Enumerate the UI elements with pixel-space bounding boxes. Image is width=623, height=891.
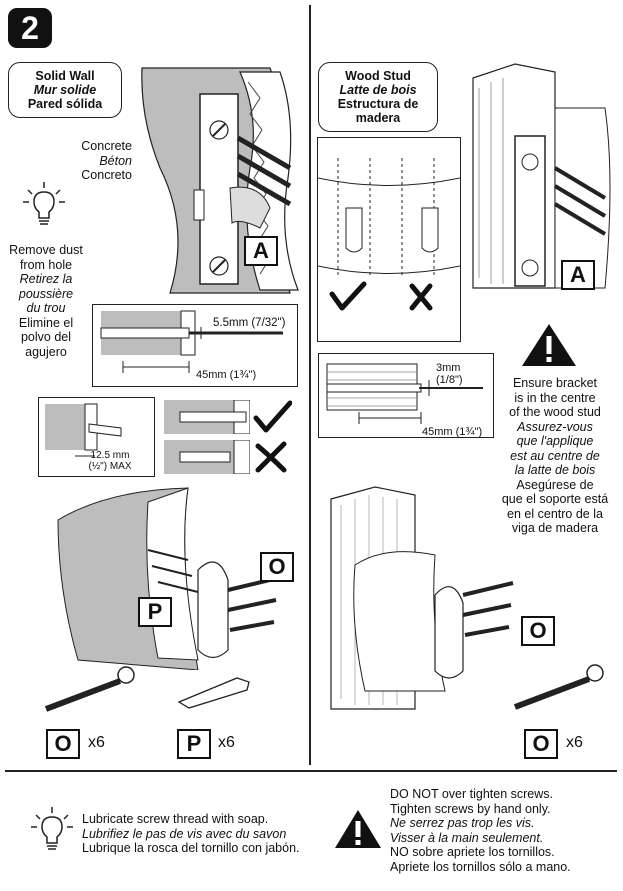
footer-warning-icon [335,810,381,848]
label-a-right: A [561,260,595,290]
qty-o-left: x6 [88,734,105,751]
label-p-qty: P [177,729,211,759]
lightbulb-icon [23,182,65,225]
label-o-left: O [260,552,294,582]
vertical-divider [309,5,311,765]
drill-depth-label: 45mm (1¾") [196,369,257,381]
wood-stud-illustration [472,63,611,289]
stud-centering-drawing [318,158,460,311]
solid-wall-illustration [141,67,299,294]
wood-stud-bracket-illustration [330,486,604,710]
wood-drill-size-label: 3mm (1/8") [436,362,463,386]
concrete-label: Concrete Béton Concreto [81,139,132,182]
label-a-left: A [244,236,278,266]
qty-o-right: x6 [566,734,583,751]
check-icon [253,400,292,433]
lubricate-text: Lubricate screw thread with soap. Lubrif… [82,812,300,855]
wood-drill-depth-label: 45mm (1¾") [422,426,483,438]
step-number: 2 [8,8,52,48]
screw-o-drawing [44,666,135,712]
wood-stud-title: Wood Stud Latte de bois Estructura de ma… [318,62,438,132]
cross-icon [255,441,287,473]
label-o-right: O [521,616,555,646]
wood-drill-diagram [318,353,494,438]
plug-correct-drawing [164,400,250,434]
drill-size-label: 5.5mm (7/32") [213,317,286,329]
warning-icon [522,324,576,366]
drill-hole-drawing [100,310,283,373]
footer-lightbulb-icon [31,807,73,850]
qty-p: x6 [218,734,235,751]
label-o-qty-left: O [46,729,80,759]
horizontal-divider [5,770,617,772]
ensure-bracket-text: Ensure bracket is in the centre of the w… [501,376,609,535]
tighten-warning-text: DO NOT over tighten screws. Tighten scre… [390,787,571,874]
plug-gap-label: 12.5 mm (½") MAX [88,450,132,472]
plug-insertion-drawing [45,403,122,457]
remove-dust-text: Remove dust from hole Retirez la poussiè… [9,243,83,359]
stud-centering-box [317,137,461,342]
drill-depth-diagram [92,304,298,387]
solid-wall-title: Solid Wall Mur solide Pared sólida [8,62,122,118]
label-o-qty-right: O [524,729,558,759]
label-p-left: P [138,597,172,627]
plug-p-drawing [177,677,250,709]
plug-incorrect-drawing [164,440,250,474]
wood-drill-drawing [326,363,483,424]
plug-insertion-box [38,397,155,477]
